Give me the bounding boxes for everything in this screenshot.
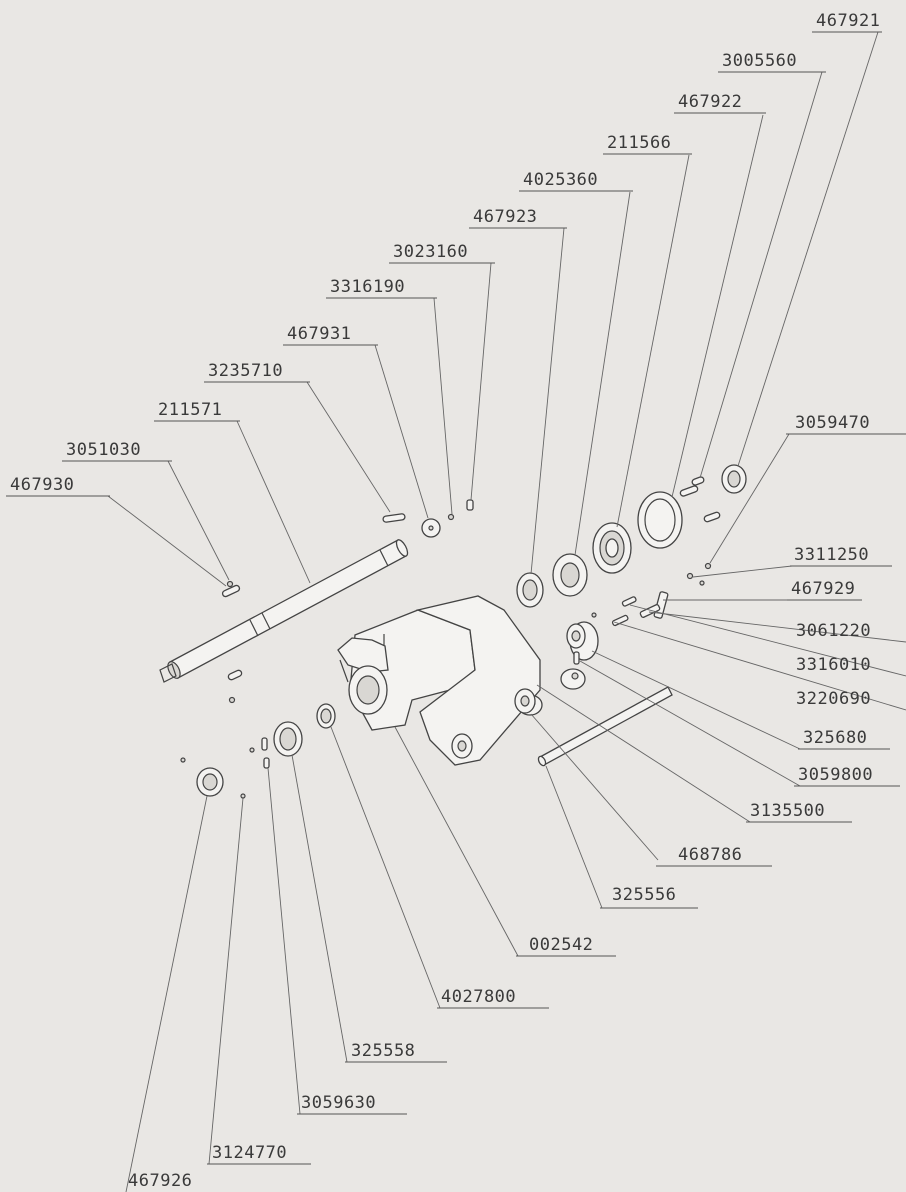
svg-text:002542: 002542 [529, 935, 593, 955]
svg-text:3220690: 3220690 [796, 689, 871, 709]
svg-text:467922: 467922 [678, 92, 742, 112]
svg-text:467921: 467921 [816, 11, 880, 31]
label-325558: 325558 [345, 1041, 447, 1063]
pin-3005560-c [691, 476, 705, 486]
ring-4027800 [316, 703, 336, 729]
label-467923: 467923 [469, 207, 567, 229]
ring-467922 [637, 491, 683, 549]
pin-3124770 [240, 793, 246, 799]
svg-text:3311250: 3311250 [794, 545, 869, 565]
label-3235710: 3235710 [204, 361, 310, 383]
svg-text:467931: 467931 [287, 324, 351, 344]
label-3316010: 3316010 [796, 655, 871, 675]
label-4027800: 4027800 [437, 987, 549, 1009]
svg-text:467926: 467926 [128, 1171, 192, 1191]
label-3124770: 3124770 [207, 1143, 311, 1165]
rod-325556 [537, 686, 673, 767]
svg-text:3235710: 3235710 [208, 361, 283, 381]
svg-text:467930: 467930 [10, 475, 74, 495]
label-467926: 467926 [128, 1171, 192, 1191]
label-325556: 325556 [600, 885, 698, 909]
pin-3059800 [573, 651, 580, 665]
parts-drawing [159, 464, 747, 799]
pin-3059630 [261, 737, 268, 751]
pin-3059630-b [263, 757, 270, 769]
label-3059800: 3059800 [794, 765, 900, 787]
part-labels: 467921 3005560 467922 211566 4025360 467… [6, 11, 906, 1191]
key-3235710 [382, 513, 406, 523]
key-lower [227, 669, 243, 681]
svg-text:325558: 325558 [351, 1041, 415, 1061]
svg-text:3124770: 3124770 [212, 1143, 287, 1163]
svg-text:4027800: 4027800 [441, 987, 516, 1007]
pin-3311250 [686, 572, 694, 580]
label-467930: 467930 [6, 475, 110, 497]
svg-text:325556: 325556 [612, 885, 676, 905]
label-211566: 211566 [603, 133, 692, 155]
bushing-467926 [196, 767, 224, 797]
svg-text:3059630: 3059630 [301, 1093, 376, 1113]
label-3316190: 3316190 [326, 277, 437, 299]
pin-3059470 [704, 562, 712, 570]
label-3059630: 3059630 [297, 1093, 407, 1115]
svg-text:325680: 325680 [803, 728, 867, 748]
bushing-467921 [721, 464, 747, 494]
svg-text:3059800: 3059800 [798, 765, 873, 785]
svg-text:211571: 211571 [158, 400, 222, 420]
label-3135500: 3135500 [746, 801, 852, 823]
pin-3005560-b [703, 511, 721, 523]
housing-002542 [337, 595, 541, 766]
svg-text:3061220: 3061220 [796, 621, 871, 641]
svg-text:3316010: 3316010 [796, 655, 871, 675]
svg-text:3059470: 3059470 [795, 413, 870, 433]
bushing-325558 [273, 721, 303, 757]
label-3005560: 3005560 [718, 51, 826, 73]
svg-text:467923: 467923 [473, 207, 537, 227]
leader-lines [107, 31, 906, 1192]
label-3311250: 3311250 [790, 545, 892, 567]
key-467930 [221, 584, 241, 598]
label-467931: 467931 [283, 324, 378, 346]
svg-text:3135500: 3135500 [750, 801, 825, 821]
label-325680: 325680 [798, 728, 890, 750]
label-467922: 467922 [674, 92, 766, 114]
screw-3061220 [639, 604, 661, 618]
cam-3059800 [560, 668, 586, 690]
svg-text:3051030: 3051030 [66, 440, 141, 460]
pin-3316190 [447, 513, 455, 521]
svg-text:468786: 468786 [678, 845, 742, 865]
pin-3316010 [621, 596, 637, 607]
label-4025360: 4025360 [519, 170, 633, 192]
svg-text:3005560: 3005560 [722, 51, 797, 71]
svg-text:3316190: 3316190 [330, 277, 405, 297]
pin-3051030 [226, 580, 234, 588]
label-468786: 468786 [656, 845, 772, 867]
label-3051030: 3051030 [62, 440, 172, 462]
label-3023160: 3023160 [389, 242, 495, 264]
label-467929: 467929 [787, 579, 862, 601]
label-002542: 002542 [516, 935, 616, 957]
label-3059470: 3059470 [786, 413, 906, 435]
main-shaft [159, 539, 409, 683]
svg-text:211566: 211566 [607, 133, 671, 153]
svg-text:467929: 467929 [791, 579, 855, 599]
hub-325680 [566, 621, 599, 661]
bearing-4025360 [552, 553, 588, 597]
label-211571: 211571 [154, 400, 240, 422]
gear-211566 [592, 522, 632, 574]
pin-lower [228, 696, 236, 704]
pin-3220690 [611, 614, 629, 627]
pin-3023160 [466, 499, 474, 511]
svg-text:4025360: 4025360 [523, 170, 598, 190]
svg-text:3023160: 3023160 [393, 242, 468, 262]
label-3220690: 3220690 [796, 689, 871, 709]
pin-3005560-a [679, 485, 699, 497]
bearing-467923 [516, 572, 544, 608]
label-3061220: 3061220 [796, 621, 871, 641]
label-467921: 467921 [812, 11, 882, 33]
